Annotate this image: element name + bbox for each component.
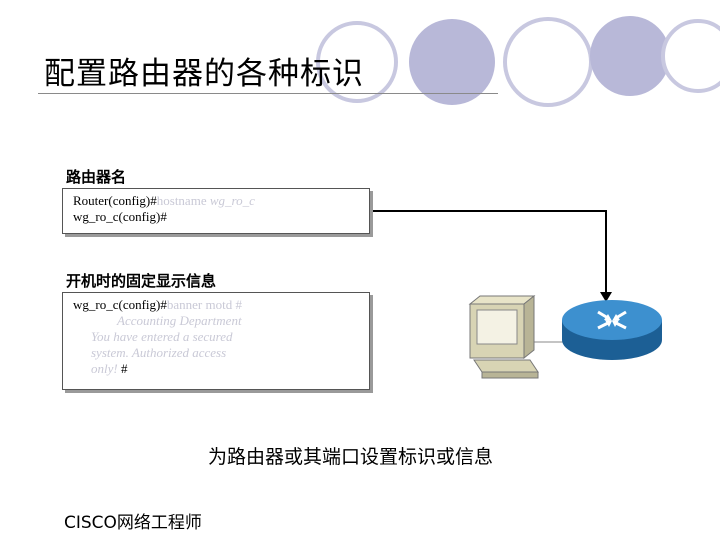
footer-text: CISCO网络工程师 (64, 508, 202, 533)
router-icon (562, 300, 662, 360)
connector-line-hostname (373, 211, 606, 296)
caption-text: 为路由器或其端口设置标识或信息 (208, 442, 493, 469)
workstation-icon (470, 296, 538, 378)
